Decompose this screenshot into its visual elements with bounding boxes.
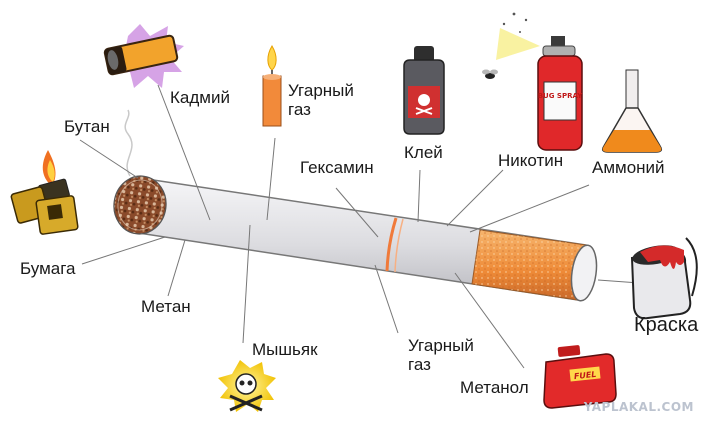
leader-methane xyxy=(167,239,186,297)
paint-can-icon xyxy=(630,237,698,320)
cigarette-filter-end xyxy=(570,244,598,302)
cigarette-filter-texture xyxy=(472,230,586,300)
label-glue: Клей xyxy=(404,143,443,162)
cigarette-burning-end xyxy=(113,175,167,235)
flask-icon xyxy=(601,69,663,153)
leader-methanol xyxy=(454,272,525,369)
cigarette xyxy=(113,109,598,302)
cigarette-ash-ring xyxy=(117,179,163,231)
leader-cadmium xyxy=(157,84,211,221)
battery-icon xyxy=(103,24,184,88)
fly-icon xyxy=(482,69,498,79)
lighter-icon xyxy=(10,150,79,235)
glue-bottle-icon xyxy=(403,46,445,135)
label-methanol: Метанол xyxy=(460,378,529,397)
label-nicotine: Никотин xyxy=(498,151,564,170)
label-paper: Бумага xyxy=(20,259,76,278)
leader-carbon-monoxide-bottom xyxy=(374,264,399,334)
label-arsenic: Мышьяк xyxy=(252,340,318,359)
leader-glue xyxy=(417,169,421,223)
label-ammonia: Аммоний xyxy=(592,158,665,177)
skull-crossbones-icon xyxy=(218,360,276,412)
label-methane: Метан xyxy=(141,297,191,316)
leader-paper xyxy=(81,236,166,265)
fuel-can-label: FUEL xyxy=(573,370,596,381)
label-paint: Краска xyxy=(634,314,699,336)
label-cadmium: Кадмий xyxy=(170,88,230,107)
cigarette-band xyxy=(385,217,398,272)
smoke-wisp xyxy=(124,109,133,177)
leader-arsenic xyxy=(242,224,251,344)
leader-butane xyxy=(79,139,139,179)
label-butane: Бутан xyxy=(64,117,110,136)
leader-carbon-monoxide-top xyxy=(266,137,276,221)
leader-hexamine xyxy=(335,187,379,238)
cigarette-band-shadow xyxy=(394,218,404,273)
leader-nicotine xyxy=(446,169,504,227)
fuel-can-icon: FUEL xyxy=(543,345,617,409)
leader-ammonia xyxy=(469,184,590,233)
label-carbon-monoxide-top: Угарный газ xyxy=(288,81,354,119)
spray-can-label: BUG SPRAY xyxy=(538,92,584,100)
label-carbon-monoxide-bottom: Угарный газ xyxy=(408,336,474,374)
label-hexamine: Гексамин xyxy=(300,158,374,177)
watermark: YAPLAKAL.COM xyxy=(583,400,694,414)
bug-spray-icon: BUG SPRAY xyxy=(482,12,584,151)
candle-icon xyxy=(262,45,282,127)
